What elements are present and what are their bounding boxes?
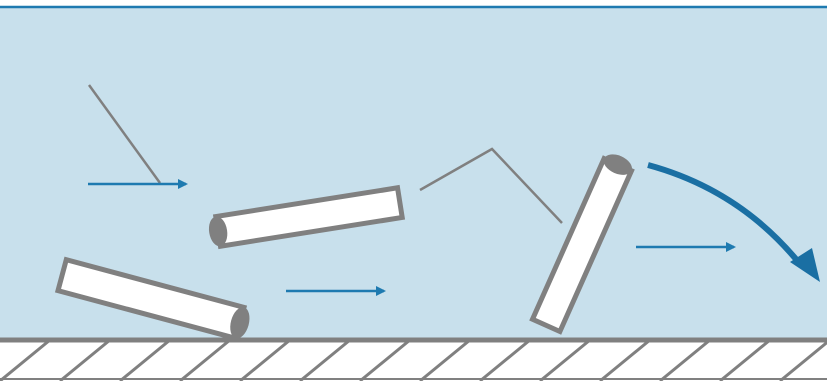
curved-rotation-arrow — [647, 162, 820, 282]
overturning-cylinder — [529, 154, 635, 335]
resting-cylinder — [54, 256, 250, 342]
leader-line — [419, 147, 563, 224]
leader-line — [87, 84, 162, 184]
hatched-bed — [0, 337, 827, 381]
suspended-cylinder — [208, 184, 406, 250]
